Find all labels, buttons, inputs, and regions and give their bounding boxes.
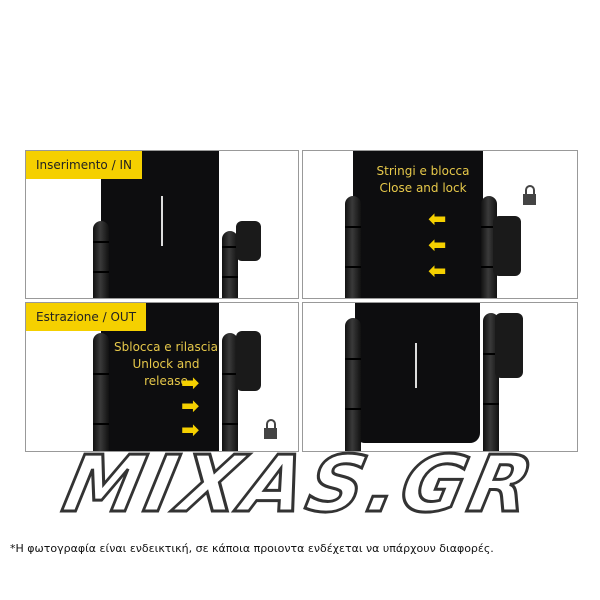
right-arrow-icon: ➡ — [181, 418, 200, 443]
lock-closed-icon — [523, 185, 536, 205]
caption-line-1: Stringi e blocca — [376, 164, 470, 178]
watermark-logo: MIXAS.GR — [54, 439, 545, 532]
caption-line-2: Close and lock — [379, 181, 467, 195]
right-arrow-icon: ➡ — [181, 371, 200, 396]
caption-line-2: Unlock and release — [132, 357, 200, 388]
lock-knob — [236, 331, 261, 391]
left-arm — [345, 196, 361, 298]
panel-label: Estrazione / OUT — [26, 303, 147, 331]
phone — [355, 303, 480, 443]
down-arrow-icon — [161, 196, 163, 246]
lock-open-icon — [264, 419, 277, 439]
left-arrow-icon: ⬅ — [428, 207, 447, 232]
left-arrow-icon: ⬅ — [428, 233, 447, 258]
panel-insert: Inserimento / IN — [25, 150, 299, 299]
left-arm — [345, 318, 361, 451]
lock-knob — [495, 313, 523, 378]
panel-remove — [302, 302, 578, 452]
right-arm — [222, 231, 238, 298]
lock-knob — [493, 216, 521, 276]
right-arrow-icon: ➡ — [181, 394, 200, 419]
disclaimer: *Η φωτογραφία είναι ενδεικτική, σε κάποι… — [10, 542, 494, 555]
lock-knob — [236, 221, 261, 261]
left-arrow-icon: ⬅ — [428, 259, 447, 284]
caption-line-1: Sblocca e rilascia — [114, 340, 218, 354]
left-arm — [93, 221, 109, 298]
left-arm — [93, 333, 109, 451]
up-arrow-icon — [415, 343, 417, 388]
phone — [353, 151, 483, 298]
panel-label: Inserimento / IN — [26, 151, 142, 179]
right-arm — [222, 333, 238, 451]
